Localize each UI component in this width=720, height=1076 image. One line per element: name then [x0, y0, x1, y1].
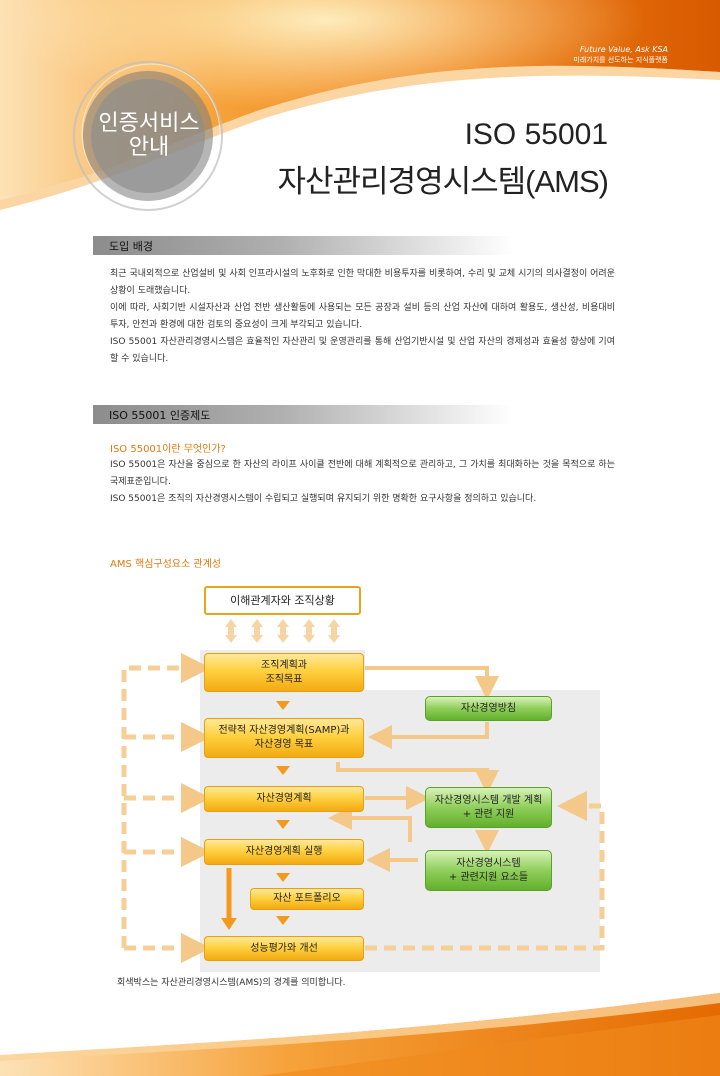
box-line: + 관련지원 요소들 [448, 871, 529, 883]
page-title-standard: ISO 55001 [464, 118, 608, 151]
section-header-certification: ISO 55001 인증제도 [93, 405, 513, 424]
paragraph: ISO 55001 자산관리경영시스템은 효율적인 자산관리 및 운영관리를 통… [110, 337, 615, 364]
page-title-name: 자산관리경영시스템(AMS) [277, 164, 609, 199]
asset-portfolio-box: 자산 포트폴리오 [250, 888, 364, 910]
am-policy-box: 자산경영방침 [425, 696, 552, 721]
box-line: 조직계획과 [261, 659, 307, 671]
section-title: ISO 55001 인증제도 [109, 409, 211, 422]
am-plan-box: 자산경영계획 [204, 786, 364, 812]
section-title: 도입 배경 [109, 240, 153, 253]
badge-line-2: 안내 [128, 135, 170, 160]
header-tagline: Future Value, Ask KSA 미래가치를 선도하는 지식플랫폼 [573, 44, 668, 66]
definition-text: ISO 55001은 자산을 중심으로 한 자산의 라이프 사이클 전반에 대해… [110, 457, 615, 508]
box-line: 전략적 자산경영계획(SAMP)과 [218, 725, 350, 736]
system-development-box: 자산경영시스템 개발 계획 + 관련 지원 [425, 787, 552, 828]
stakeholders-box: 이해관계자와 조직상황 [204, 586, 361, 615]
box-line: 자산경영 목표 [254, 739, 314, 750]
subheading-what-is: ISO 55001이란 무엇인가? [110, 444, 226, 455]
tagline-korean: 미래가치를 선도하는 지식플랫폼 [573, 56, 668, 64]
box-line: + 관련 지원 [462, 808, 515, 820]
badge-line-1: 인증서비스 [98, 111, 200, 136]
execution-to-evaluation-arrowhead [221, 918, 237, 930]
flow-arrows [276, 701, 290, 925]
paragraph: 이에 따라, 사회기반 시설자산과 산업 전반 생산활동에 사용되는 모든 공장… [110, 303, 615, 330]
box-line: 자산경영시스템 개발 계획 [434, 794, 543, 806]
background-text: 최근 국내외적으로 산업설비 및 사회 인프라시설의 노후화로 인한 막대한 비… [110, 266, 615, 368]
am-execution-box: 자산경영계획 실행 [204, 839, 364, 865]
header-background [0, 0, 720, 211]
footer-background [0, 993, 720, 1076]
bidirectional-arrows [225, 619, 340, 643]
diagram-title: AMS 핵심구성요소 관계성 [110, 559, 221, 570]
connector-lines [328, 666, 499, 872]
box-line: 자산경영시스템 [456, 857, 521, 869]
paragraph: ISO 55001은 조직의 자산경영시스템이 수립되고 실행되며 유지되기 위… [110, 494, 537, 504]
tagline-english: Future Value, Ask KSA [579, 45, 668, 54]
paragraph: 최근 국내외적으로 산업설비 및 사회 인프라시설의 노후화로 인한 막대한 비… [110, 269, 615, 296]
diagram-note: 회색박스는 자산관리경영시스템(AMS)의 경계를 의미합니다. [117, 978, 346, 988]
system-elements-box: 자산경영시스템 + 관련지원 요소들 [425, 850, 552, 891]
footer-banner [0, 985, 720, 1076]
right-feedback-line [365, 791, 605, 951]
left-feedback-lines [121, 653, 211, 963]
performance-evaluation-box: 성능평가와 개선 [204, 936, 364, 961]
section-header-background: 도입 배경 [93, 236, 513, 255]
header-banner: Future Value, Ask KSA 미래가치를 선도하는 지식플랫폼 인… [0, 0, 720, 215]
service-badge: 인증서비스 안내 [94, 112, 204, 160]
box-line: 조직목표 [265, 673, 303, 685]
paragraph: ISO 55001은 자산을 중심으로 한 자산의 라이프 사이클 전반에 대해… [110, 460, 615, 487]
